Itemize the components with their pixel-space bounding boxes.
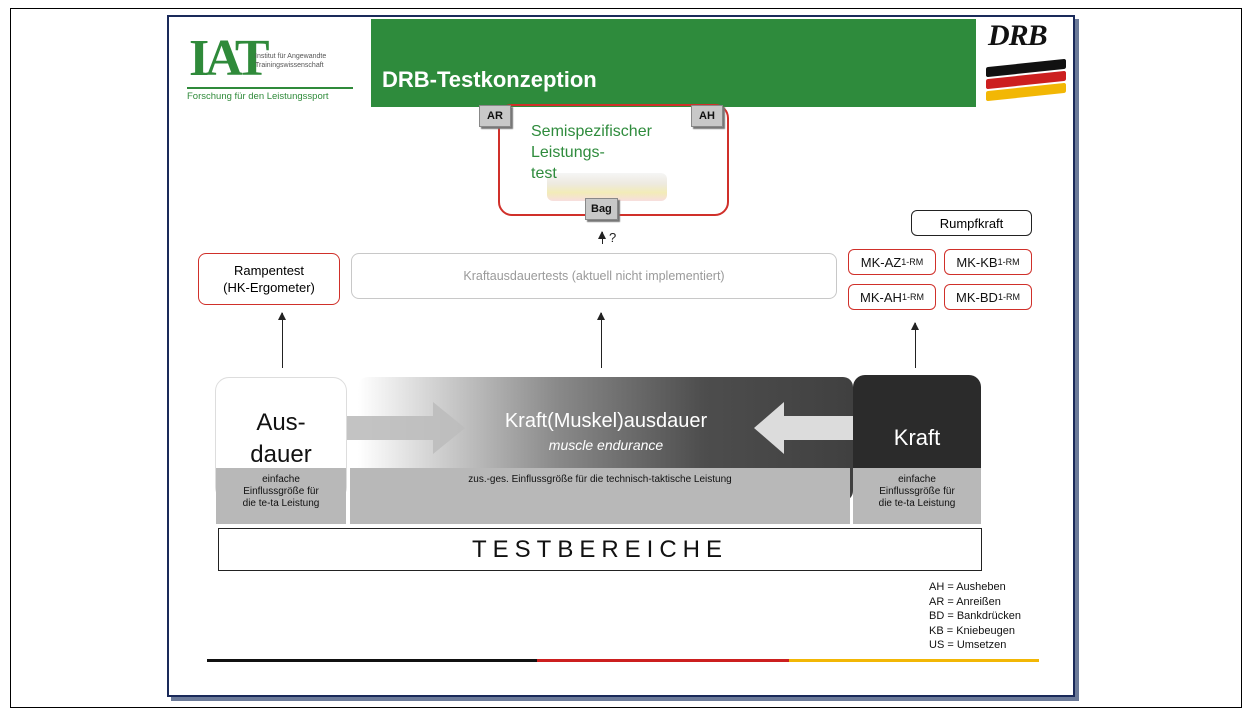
header-bar — [371, 19, 976, 107]
tag-ah: AH — [691, 105, 723, 127]
cell-left-line2: Einflussgröße für — [243, 486, 319, 497]
page-title: DRB-Testkonzeption — [382, 67, 597, 92]
arrow-to-semi — [598, 231, 606, 244]
footer-line-black — [207, 659, 537, 662]
semi-test-line1: Semispezifischer — [531, 123, 652, 140]
drb-logo: DRB — [984, 19, 1074, 107]
question-mark: ? — [609, 230, 617, 245]
rampentest-line1: Rampentest — [233, 263, 305, 278]
mk-kb-label: MK-KB — [956, 254, 998, 270]
abbreviation-legend: AH = Ausheben AR = Anreißen BD = Bankdrü… — [929, 580, 1021, 653]
iat-logo-text: IAT — [189, 30, 270, 87]
mk-bd-sub: 1-RM — [997, 292, 1020, 302]
ausdauer-line2: dauer — [250, 441, 312, 468]
cell-right-line1: einfache — [898, 474, 936, 485]
legend-item: KB = Kniebeugen — [929, 624, 1015, 637]
kraft-muskel-ausdauer-label: Kraft(Muskel)ausdauer — [504, 410, 708, 432]
tag-ar: AR — [479, 105, 511, 127]
iat-logo-sub2: Trainingswissenschaft — [255, 62, 324, 69]
muscle-endurance-label: muscle endurance — [548, 437, 664, 453]
cell-right-line2: Einflussgröße für — [879, 486, 955, 497]
mk-ah-label: MK-AH — [860, 289, 902, 305]
rumpfkraft-box: Rumpfkraft — [911, 210, 1032, 236]
semi-test-line3: test — [531, 165, 557, 182]
legend-item: US = Umsetzen — [929, 639, 1007, 652]
iat-logo-sub1: Institut für Angewandte — [255, 53, 327, 60]
iat-logo: IAT Institut für Angewandte Trainingswis… — [187, 31, 357, 111]
arrow-left-icon — [754, 402, 854, 454]
arrow-up-ausdauer — [278, 312, 286, 368]
legend-item: AH = Ausheben — [929, 581, 1006, 593]
footer-line-red — [537, 659, 789, 662]
mk-ah-sub: 1-RM — [901, 292, 924, 302]
drb-logo-text: DRB — [988, 19, 1048, 52]
arrow-up-kraftausdauer — [597, 312, 605, 368]
tag-bag: Bag — [585, 198, 618, 220]
arrow-right-icon — [347, 402, 465, 454]
arrow-up-kraft — [911, 322, 919, 368]
outer-frame — [10, 8, 1242, 708]
mk-bd-label: MK-BD — [956, 289, 998, 305]
mk-az-label: MK-AZ — [860, 254, 902, 270]
rampentest-box: Rampentest (HK-Ergometer) — [198, 253, 340, 305]
cell-kraft-desc: einfache Einflussgröße für die te-ta Lei… — [853, 468, 981, 524]
footer-line-gold — [789, 659, 1039, 662]
mk-az-sub: 1-RM — [901, 257, 924, 267]
rampentest-line2: (HK-Ergometer) — [223, 280, 315, 295]
ausdauer-line1: Aus- — [256, 409, 306, 436]
iat-logo-tagline: Forschung für den Leistungssport — [187, 91, 329, 102]
cell-middle-desc: zus.-ges. Einflussgröße für die technisc… — [350, 468, 850, 524]
testbereiche-box: TESTBEREICHE — [218, 528, 982, 571]
iat-logo-rule — [187, 87, 353, 89]
semi-test-line2: Leistungs- — [531, 144, 605, 161]
slide: IAT Institut für Angewandte Trainingswis… — [167, 15, 1075, 697]
legend-item: BD = Bankdrücken — [929, 610, 1022, 623]
legend-item: AR = Anreißen — [929, 595, 1001, 608]
cell-ausdauer-desc: einfache Einflussgröße für die te-ta Lei… — [216, 468, 346, 524]
cell-right-line3: die te-ta Leistung — [878, 498, 956, 509]
semi-test-label: Semispezifischer Leistungs- test — [531, 121, 652, 184]
semi-test-illustration — [547, 173, 667, 201]
cell-left-line1: einfache — [262, 474, 300, 485]
kraftausdauer-box: Kraftausdauertests (aktuell nicht implem… — [351, 253, 837, 299]
mk-kb-sub: 1-RM — [997, 257, 1020, 267]
cell-left-line3: die te-ta Leistung — [242, 498, 320, 509]
